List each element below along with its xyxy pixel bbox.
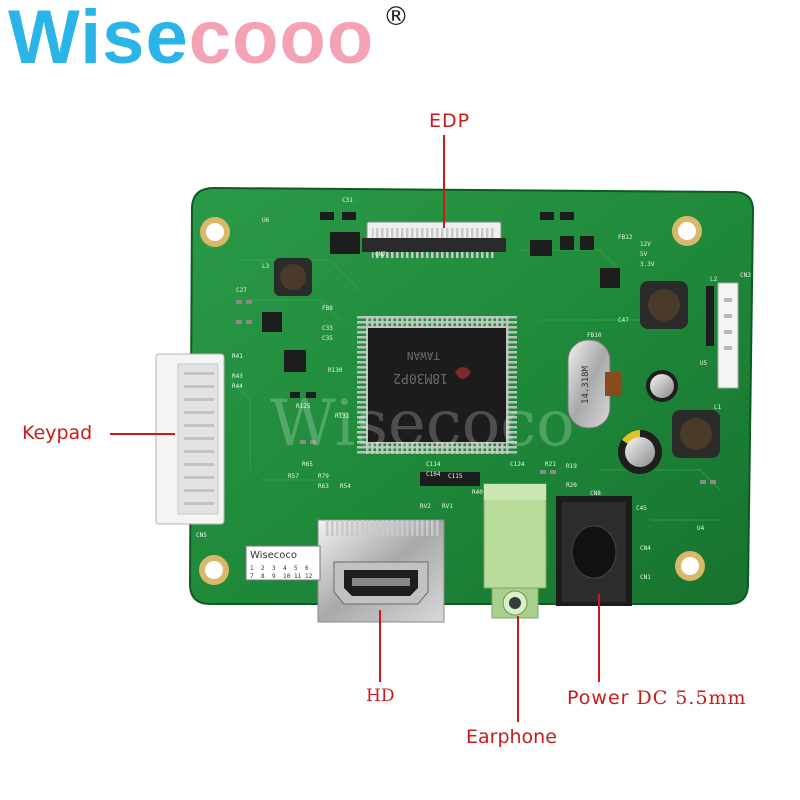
svg-text:5: 5 bbox=[294, 565, 298, 572]
svg-text:2: 2 bbox=[261, 565, 265, 572]
main-chip: TAWAN 18M30P2 bbox=[357, 316, 517, 454]
power-label-spec: DC 5.5mm bbox=[636, 687, 747, 709]
earphone-jack bbox=[483, 483, 547, 619]
svg-text:C31: C31 bbox=[342, 197, 353, 204]
crystal-text: 14.318M bbox=[581, 365, 591, 404]
hd-label: HD bbox=[366, 686, 395, 706]
logo-part-a: Wise bbox=[8, 0, 189, 80]
svg-text:4: 4 bbox=[283, 565, 287, 572]
tantalum-capacitor bbox=[605, 372, 621, 396]
svg-text:R21: R21 bbox=[545, 461, 556, 468]
svg-text:C104: C104 bbox=[426, 471, 441, 478]
watermark: Wisecoco bbox=[270, 387, 575, 461]
svg-text:CN7: CN7 bbox=[375, 251, 386, 258]
svg-text:11: 11 bbox=[294, 573, 302, 580]
hdmi-connector bbox=[317, 519, 445, 623]
svg-text:C47: C47 bbox=[618, 317, 629, 324]
keypad-connector bbox=[155, 353, 225, 525]
svg-text:8: 8 bbox=[261, 573, 265, 580]
svg-text:RV2: RV2 bbox=[420, 503, 431, 510]
svg-text:R19: R19 bbox=[566, 463, 577, 470]
svg-text:R44: R44 bbox=[232, 383, 243, 390]
svg-text:3: 3 bbox=[272, 565, 276, 572]
svg-text:12V: 12V bbox=[640, 241, 651, 248]
svg-text:R65: R65 bbox=[302, 461, 313, 468]
svg-text:R125: R125 bbox=[296, 403, 311, 410]
svg-text:L3: L3 bbox=[262, 263, 270, 270]
mounting-hole-tr bbox=[672, 216, 702, 246]
svg-text:R79: R79 bbox=[318, 473, 329, 480]
earphone-label: Earphone bbox=[466, 726, 557, 748]
svg-text:FB12: FB12 bbox=[618, 234, 633, 241]
logo-part-b: cooo bbox=[188, 0, 375, 80]
svg-text:C33: C33 bbox=[322, 325, 333, 332]
svg-text:CN1: CN1 bbox=[640, 574, 651, 581]
svg-text:R43: R43 bbox=[232, 373, 243, 380]
svg-text:R131: R131 bbox=[335, 413, 350, 420]
edp-label: EDP bbox=[429, 110, 471, 132]
svg-text:1: 1 bbox=[250, 565, 254, 572]
inductor-l3 bbox=[274, 258, 312, 296]
svg-text:CN5: CN5 bbox=[196, 532, 207, 539]
smd-components bbox=[262, 212, 714, 486]
power-label: Power DC 5.5mm bbox=[567, 689, 747, 708]
mounting-hole-br bbox=[675, 551, 705, 581]
svg-text:R20: R20 bbox=[566, 482, 577, 489]
svg-text:R57: R57 bbox=[288, 473, 299, 480]
dc-power-jack bbox=[556, 496, 632, 606]
svg-text:R54: R54 bbox=[340, 483, 351, 490]
silkscreen: CN7 CN3 CN4 CN1 CN5 CN8 FB12 FB10 FB8 L1… bbox=[196, 197, 751, 581]
svg-text:R41: R41 bbox=[232, 353, 243, 360]
cn3-connector bbox=[717, 282, 739, 389]
svg-text:RV1: RV1 bbox=[442, 503, 453, 510]
inductor-l2 bbox=[640, 281, 688, 329]
svg-text:CN3: CN3 bbox=[740, 272, 751, 279]
registered-mark: ® bbox=[383, 2, 409, 32]
svg-text:R40: R40 bbox=[472, 489, 483, 496]
svg-text:3.3V: 3.3V bbox=[640, 261, 655, 268]
chip-text-1: 18M30P2 bbox=[393, 370, 448, 385]
brand-logo: Wisecooo bbox=[8, 0, 374, 76]
svg-text:Wisecoco: Wisecoco bbox=[250, 550, 297, 561]
inductor-l1 bbox=[672, 410, 720, 458]
svg-text:U6: U6 bbox=[262, 217, 270, 224]
svg-text:FB8: FB8 bbox=[322, 305, 333, 312]
svg-text:CN8: CN8 bbox=[590, 490, 601, 497]
svg-text:C114: C114 bbox=[426, 461, 441, 468]
svg-text:U4: U4 bbox=[697, 525, 705, 532]
svg-text:C27: C27 bbox=[236, 287, 247, 294]
svg-text:C124: C124 bbox=[510, 461, 525, 468]
chip-text-2: TAWAN bbox=[407, 349, 440, 362]
mounting-hole-bl bbox=[199, 555, 229, 585]
svg-text:12: 12 bbox=[305, 573, 313, 580]
svg-text:9: 9 bbox=[272, 573, 276, 580]
svg-text:7: 7 bbox=[250, 573, 254, 580]
svg-text:CN4: CN4 bbox=[640, 545, 651, 552]
svg-text:C115: C115 bbox=[448, 473, 463, 480]
svg-text:L2: L2 bbox=[710, 276, 718, 283]
brand-sticker: Wisecoco 1 2 3 4 5 6 7 8 9 10 11 12 bbox=[245, 545, 321, 581]
edp-connector bbox=[362, 221, 506, 258]
svg-text:R63: R63 bbox=[318, 483, 329, 490]
mounting-hole-tl bbox=[200, 217, 230, 247]
capacitor-large bbox=[618, 430, 662, 474]
keypad-label: Keypad bbox=[22, 422, 93, 444]
svg-text:C35: C35 bbox=[322, 335, 333, 342]
svg-text:L1: L1 bbox=[714, 404, 722, 411]
svg-text:FB10: FB10 bbox=[587, 332, 602, 339]
svg-text:R130: R130 bbox=[328, 367, 343, 374]
svg-text:U5: U5 bbox=[700, 360, 708, 367]
svg-text:5V: 5V bbox=[640, 251, 648, 258]
svg-text:10: 10 bbox=[283, 573, 291, 580]
svg-text:C45: C45 bbox=[636, 505, 647, 512]
capacitor-small bbox=[646, 370, 678, 402]
svg-text:6: 6 bbox=[305, 565, 309, 572]
power-label-prefix: Power bbox=[567, 687, 630, 709]
